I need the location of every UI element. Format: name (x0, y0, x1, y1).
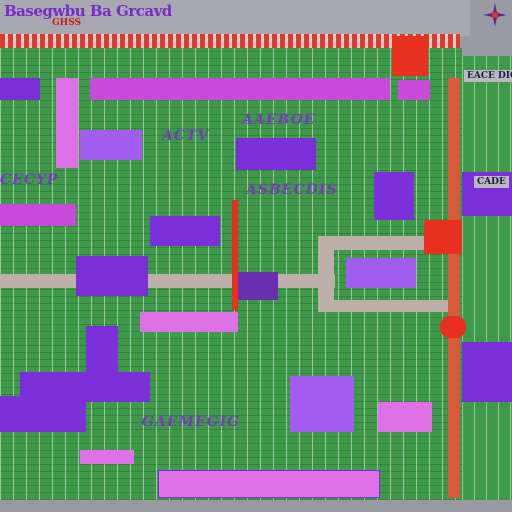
star-flower-icon[interactable] (482, 2, 508, 28)
block-center-left[interactable] (150, 216, 220, 246)
header-strip (0, 34, 460, 48)
red-block-right[interactable] (424, 220, 462, 254)
window-subtitle: GHSS (52, 18, 81, 28)
red-block-top[interactable] (392, 36, 428, 76)
road-horizontal-right (318, 236, 428, 250)
map-node[interactable] (238, 272, 278, 300)
block-center[interactable] (76, 256, 148, 296)
bottom-bar[interactable] (158, 470, 380, 498)
label-middle: ASBECDIS (246, 182, 338, 198)
block-lower-band[interactable] (140, 312, 238, 332)
red-line-vertical (232, 200, 238, 310)
block-upper-left[interactable] (80, 130, 142, 160)
label-top: AAEBOE (242, 112, 316, 128)
sidebar-mid-label: CADE (474, 176, 509, 188)
label-lower-middle: GAEMEGIG (142, 414, 241, 430)
block-top-left[interactable] (0, 78, 40, 100)
sidebar-panel (462, 56, 512, 500)
block-upper-mid[interactable] (236, 138, 316, 170)
road-lower-right (318, 300, 448, 312)
sidebar-top-label: EACE DICE (464, 70, 512, 82)
block-sidebar-lower[interactable] (462, 342, 512, 402)
window-title: Basegwbu Ba Grcavd (4, 2, 172, 20)
block-top-band[interactable] (90, 78, 390, 100)
block-right-middle[interactable] (346, 258, 416, 288)
block-lower-left[interactable] (0, 396, 86, 432)
block-top-right[interactable] (398, 80, 430, 100)
red-line-right (448, 78, 460, 498)
road-vertical-mid (318, 236, 334, 308)
block-lower-left-wide[interactable] (20, 372, 150, 402)
block-bottom-left[interactable] (80, 450, 134, 464)
label-upper-left: ACTV (162, 128, 210, 144)
label-left-middle: CECYP (0, 172, 59, 188)
block-lower-right-pink[interactable] (378, 402, 432, 432)
block-lower-column[interactable] (86, 326, 118, 376)
title-bar: Basegwbu Ba Grcavd GHSS (0, 0, 470, 36)
block-lower-right[interactable] (290, 376, 354, 432)
red-marker[interactable] (440, 316, 466, 338)
block-right-upper[interactable] (374, 172, 414, 220)
block-left-column[interactable] (56, 78, 78, 168)
block-left-middle[interactable] (0, 204, 76, 226)
